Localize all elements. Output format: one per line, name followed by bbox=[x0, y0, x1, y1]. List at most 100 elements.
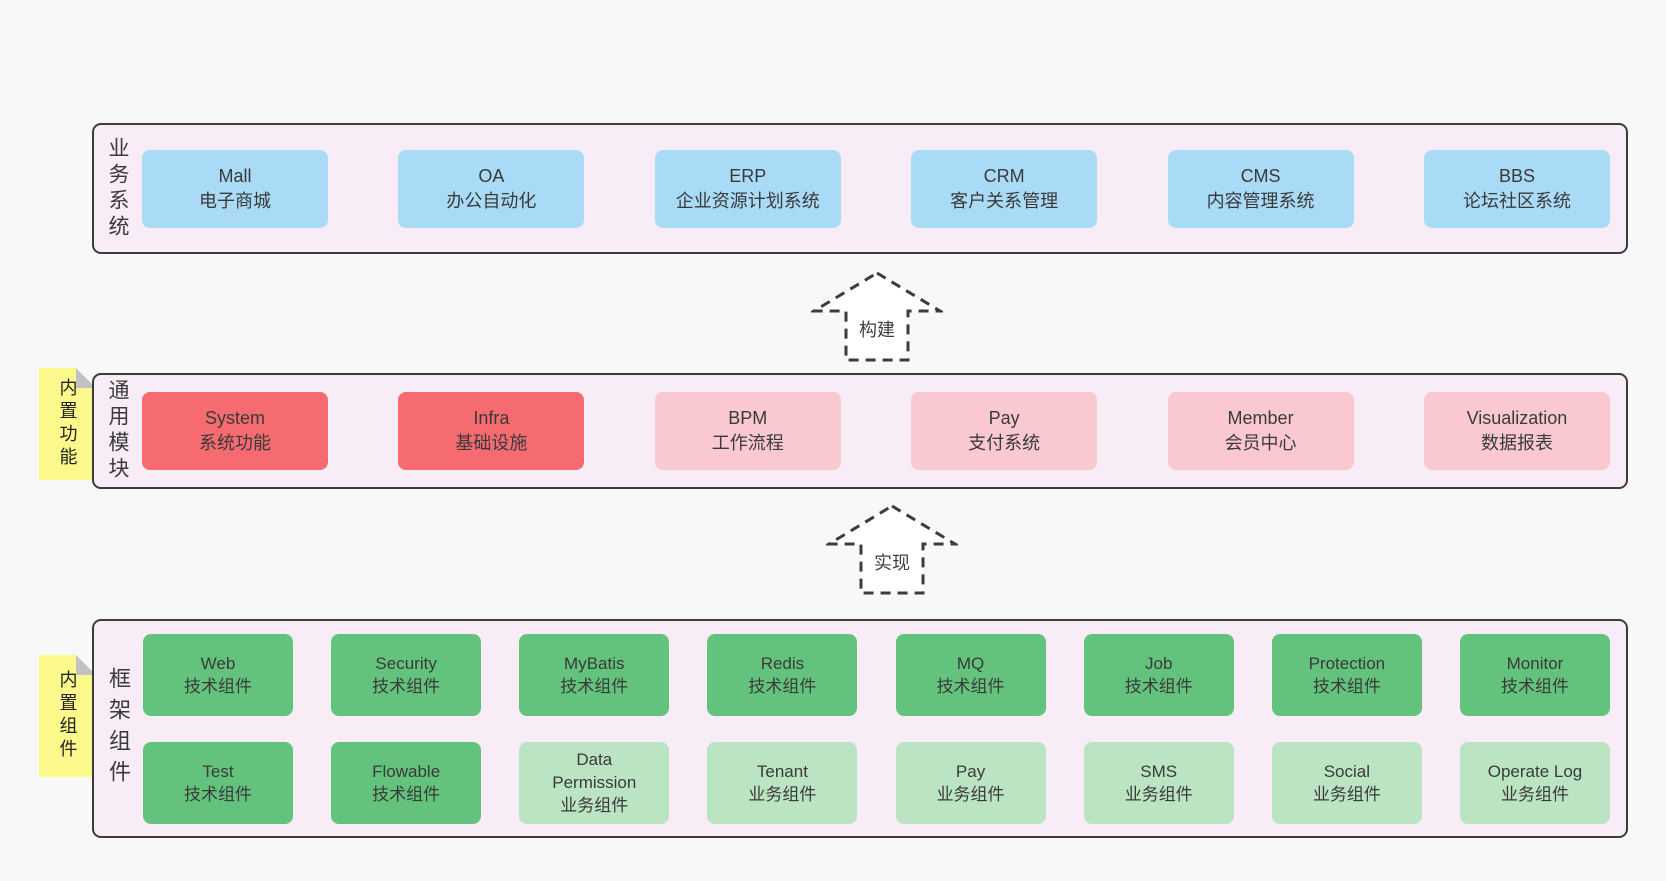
box-bbs-name: BBS bbox=[1498, 165, 1535, 186]
common-modules-boxes: System 系统功能 Infra 基础设施 BPM 工作流程 Pay 支付系统… bbox=[132, 392, 1626, 470]
box-test-subtitle: 技术组件 bbox=[184, 784, 252, 804]
box-infra: Infra 基础设施 bbox=[398, 392, 585, 470]
box-protection-subtitle: 技术组件 bbox=[1312, 676, 1381, 696]
box-flowable: Flowable 技术组件 bbox=[331, 741, 482, 824]
box-social-subtitle: 业务组件 bbox=[1312, 784, 1381, 804]
framework-components-row-2: Test 技术组件 Flowable 技术组件 Data Permission … bbox=[143, 741, 1610, 824]
box-pay-component: Pay 业务组件 bbox=[895, 741, 1046, 824]
box-oa-name: OA bbox=[478, 165, 505, 186]
box-bpm-name: BPM bbox=[728, 408, 768, 428]
box-protection-name: Protection bbox=[1308, 653, 1386, 673]
box-visualization-subtitle: 数据报表 bbox=[1480, 433, 1553, 453]
box-redis: Redis 技术组件 bbox=[707, 633, 858, 716]
box-bbs-subtitle: 论坛社区系统 bbox=[1462, 190, 1571, 211]
box-mybatis-name: MyBatis bbox=[564, 653, 625, 673]
box-test: Test 技术组件 bbox=[143, 741, 293, 824]
framework-components-row-1: Web 技术组件 Security 技术组件 MyBatis 技术组件 Redi… bbox=[143, 633, 1610, 716]
box-crm-name: CRM bbox=[983, 165, 1025, 186]
box-erp-subtitle: 企业资源计划系统 bbox=[675, 190, 820, 211]
box-infra-name: Infra bbox=[473, 408, 510, 428]
box-bpm: BPM 工作流程 bbox=[654, 392, 841, 470]
box-pay-module: Pay 支付系统 bbox=[911, 392, 1098, 470]
box-cms: CMS 内容管理系统 bbox=[1167, 149, 1354, 228]
box-operate-log: Operate Log 业务组件 bbox=[1459, 741, 1610, 824]
sticky-built-in-components-label: 内置组件 bbox=[57, 670, 78, 762]
up-arrow-icon bbox=[826, 504, 958, 595]
box-monitor-subtitle: 技术组件 bbox=[1500, 676, 1569, 696]
box-protection: Protection 技术组件 bbox=[1271, 633, 1422, 716]
box-member-subtitle: 会员中心 bbox=[1224, 433, 1297, 453]
box-erp-name: ERP bbox=[729, 165, 767, 186]
box-visualization-name: Visualization bbox=[1466, 408, 1568, 428]
box-mall-name: Mall bbox=[218, 165, 252, 186]
box-redis-name: Redis bbox=[760, 653, 805, 673]
sticky-note-built-in-components: 内置组件 bbox=[39, 655, 96, 777]
box-data-permission-subtitle: 业务组件 bbox=[560, 796, 629, 815]
box-web: Web 技术组件 bbox=[143, 633, 293, 716]
implement-arrow-label: 实现 bbox=[874, 553, 910, 573]
box-mq-subtitle: 技术组件 bbox=[936, 676, 1005, 696]
box-cms-subtitle: 内容管理系统 bbox=[1206, 190, 1315, 211]
box-job: Job 技术组件 bbox=[1083, 633, 1234, 716]
box-monitor: Monitor 技术组件 bbox=[1459, 633, 1610, 716]
layer-common-modules: 通用模块 System 系统功能 Infra 基础设施 BPM 工作流程 Pay… bbox=[92, 373, 1628, 489]
box-cms-name: CMS bbox=[1240, 165, 1281, 186]
sticky-note-built-in-features: 内置功能 bbox=[39, 368, 96, 480]
box-security-subtitle: 技术组件 bbox=[372, 676, 441, 696]
box-social: Social 业务组件 bbox=[1271, 741, 1422, 824]
box-bbs: BBS 论坛社区系统 bbox=[1423, 149, 1610, 228]
box-social-name: Social bbox=[1323, 761, 1370, 781]
box-job-subtitle: 技术组件 bbox=[1124, 676, 1193, 696]
build-arrow: 构建 bbox=[811, 270, 943, 364]
implement-arrow: 实现 bbox=[826, 503, 958, 597]
sticky-built-in-features-label: 内置功能 bbox=[57, 378, 78, 470]
box-mybatis: MyBatis 技术组件 bbox=[519, 633, 670, 716]
box-sms-subtitle: 业务组件 bbox=[1124, 784, 1193, 804]
box-web-name: Web bbox=[200, 653, 236, 673]
box-data-permission-name: Data Permission bbox=[552, 750, 637, 792]
box-security-name: Security bbox=[375, 653, 437, 673]
business-systems-boxes: Mall 电子商城 OA 办公自动化 ERP 企业资源计划系统 CRM 客户关系… bbox=[132, 149, 1626, 228]
box-job-name: Job bbox=[1144, 653, 1173, 673]
box-bpm-subtitle: 工作流程 bbox=[711, 433, 784, 453]
box-pay-component-name: Pay bbox=[955, 761, 986, 781]
box-member-name: Member bbox=[1227, 408, 1294, 428]
build-arrow-label: 构建 bbox=[859, 320, 895, 340]
box-web-subtitle: 技术组件 bbox=[184, 676, 252, 696]
layer-business-systems: 业务系统 Mall 电子商城 OA 办公自动化 ERP 企业资源计划系统 CRM… bbox=[92, 123, 1628, 254]
box-infra-subtitle: 基础设施 bbox=[455, 433, 528, 453]
box-data-permission: Data Permission 业务组件 bbox=[519, 741, 670, 824]
box-security: Security 技术组件 bbox=[331, 633, 482, 716]
layer-framework-components-label: 框架组件 bbox=[106, 666, 131, 791]
box-mybatis-subtitle: 技术组件 bbox=[560, 676, 629, 696]
box-mall-subtitle: 电子商城 bbox=[199, 190, 271, 211]
box-monitor-name: Monitor bbox=[1506, 653, 1564, 673]
box-pay-module-subtitle: 支付系统 bbox=[968, 433, 1041, 453]
box-tenant: Tenant 业务组件 bbox=[707, 741, 858, 824]
box-pay-component-subtitle: 业务组件 bbox=[936, 784, 1005, 804]
layer-framework-components: 框架组件 Web 技术组件 Security 技术组件 MyBatis 技术组件… bbox=[92, 619, 1628, 838]
box-operate-log-name: Operate Log bbox=[1487, 761, 1583, 781]
box-flowable-name: Flowable bbox=[372, 761, 441, 781]
layer-common-modules-label: 通用模块 bbox=[106, 379, 129, 483]
layer-business-systems-label: 业务系统 bbox=[106, 136, 129, 241]
box-system: System 系统功能 bbox=[142, 392, 328, 470]
box-tenant-name: Tenant bbox=[756, 761, 808, 781]
box-oa: OA 办公自动化 bbox=[398, 149, 585, 228]
box-system-name: System bbox=[204, 408, 265, 428]
framework-components-grid: Web 技术组件 Security 技术组件 MyBatis 技术组件 Redi… bbox=[133, 633, 1626, 824]
box-test-name: Test bbox=[202, 761, 234, 781]
box-tenant-subtitle: 业务组件 bbox=[748, 784, 817, 804]
box-crm-subtitle: 客户关系管理 bbox=[950, 190, 1059, 211]
box-member: Member 会员中心 bbox=[1167, 392, 1354, 470]
box-crm: CRM 客户关系管理 bbox=[911, 149, 1098, 228]
box-flowable-subtitle: 技术组件 bbox=[372, 784, 441, 804]
box-operate-log-subtitle: 业务组件 bbox=[1500, 784, 1569, 804]
box-visualization: Visualization 数据报表 bbox=[1423, 392, 1610, 470]
box-erp: ERP 企业资源计划系统 bbox=[654, 149, 841, 228]
box-sms: SMS 业务组件 bbox=[1083, 741, 1234, 824]
box-sms-name: SMS bbox=[1140, 761, 1178, 781]
box-mall: Mall 电子商城 bbox=[142, 149, 328, 228]
box-oa-subtitle: 办公自动化 bbox=[446, 190, 537, 211]
box-mq: MQ 技术组件 bbox=[895, 633, 1046, 716]
